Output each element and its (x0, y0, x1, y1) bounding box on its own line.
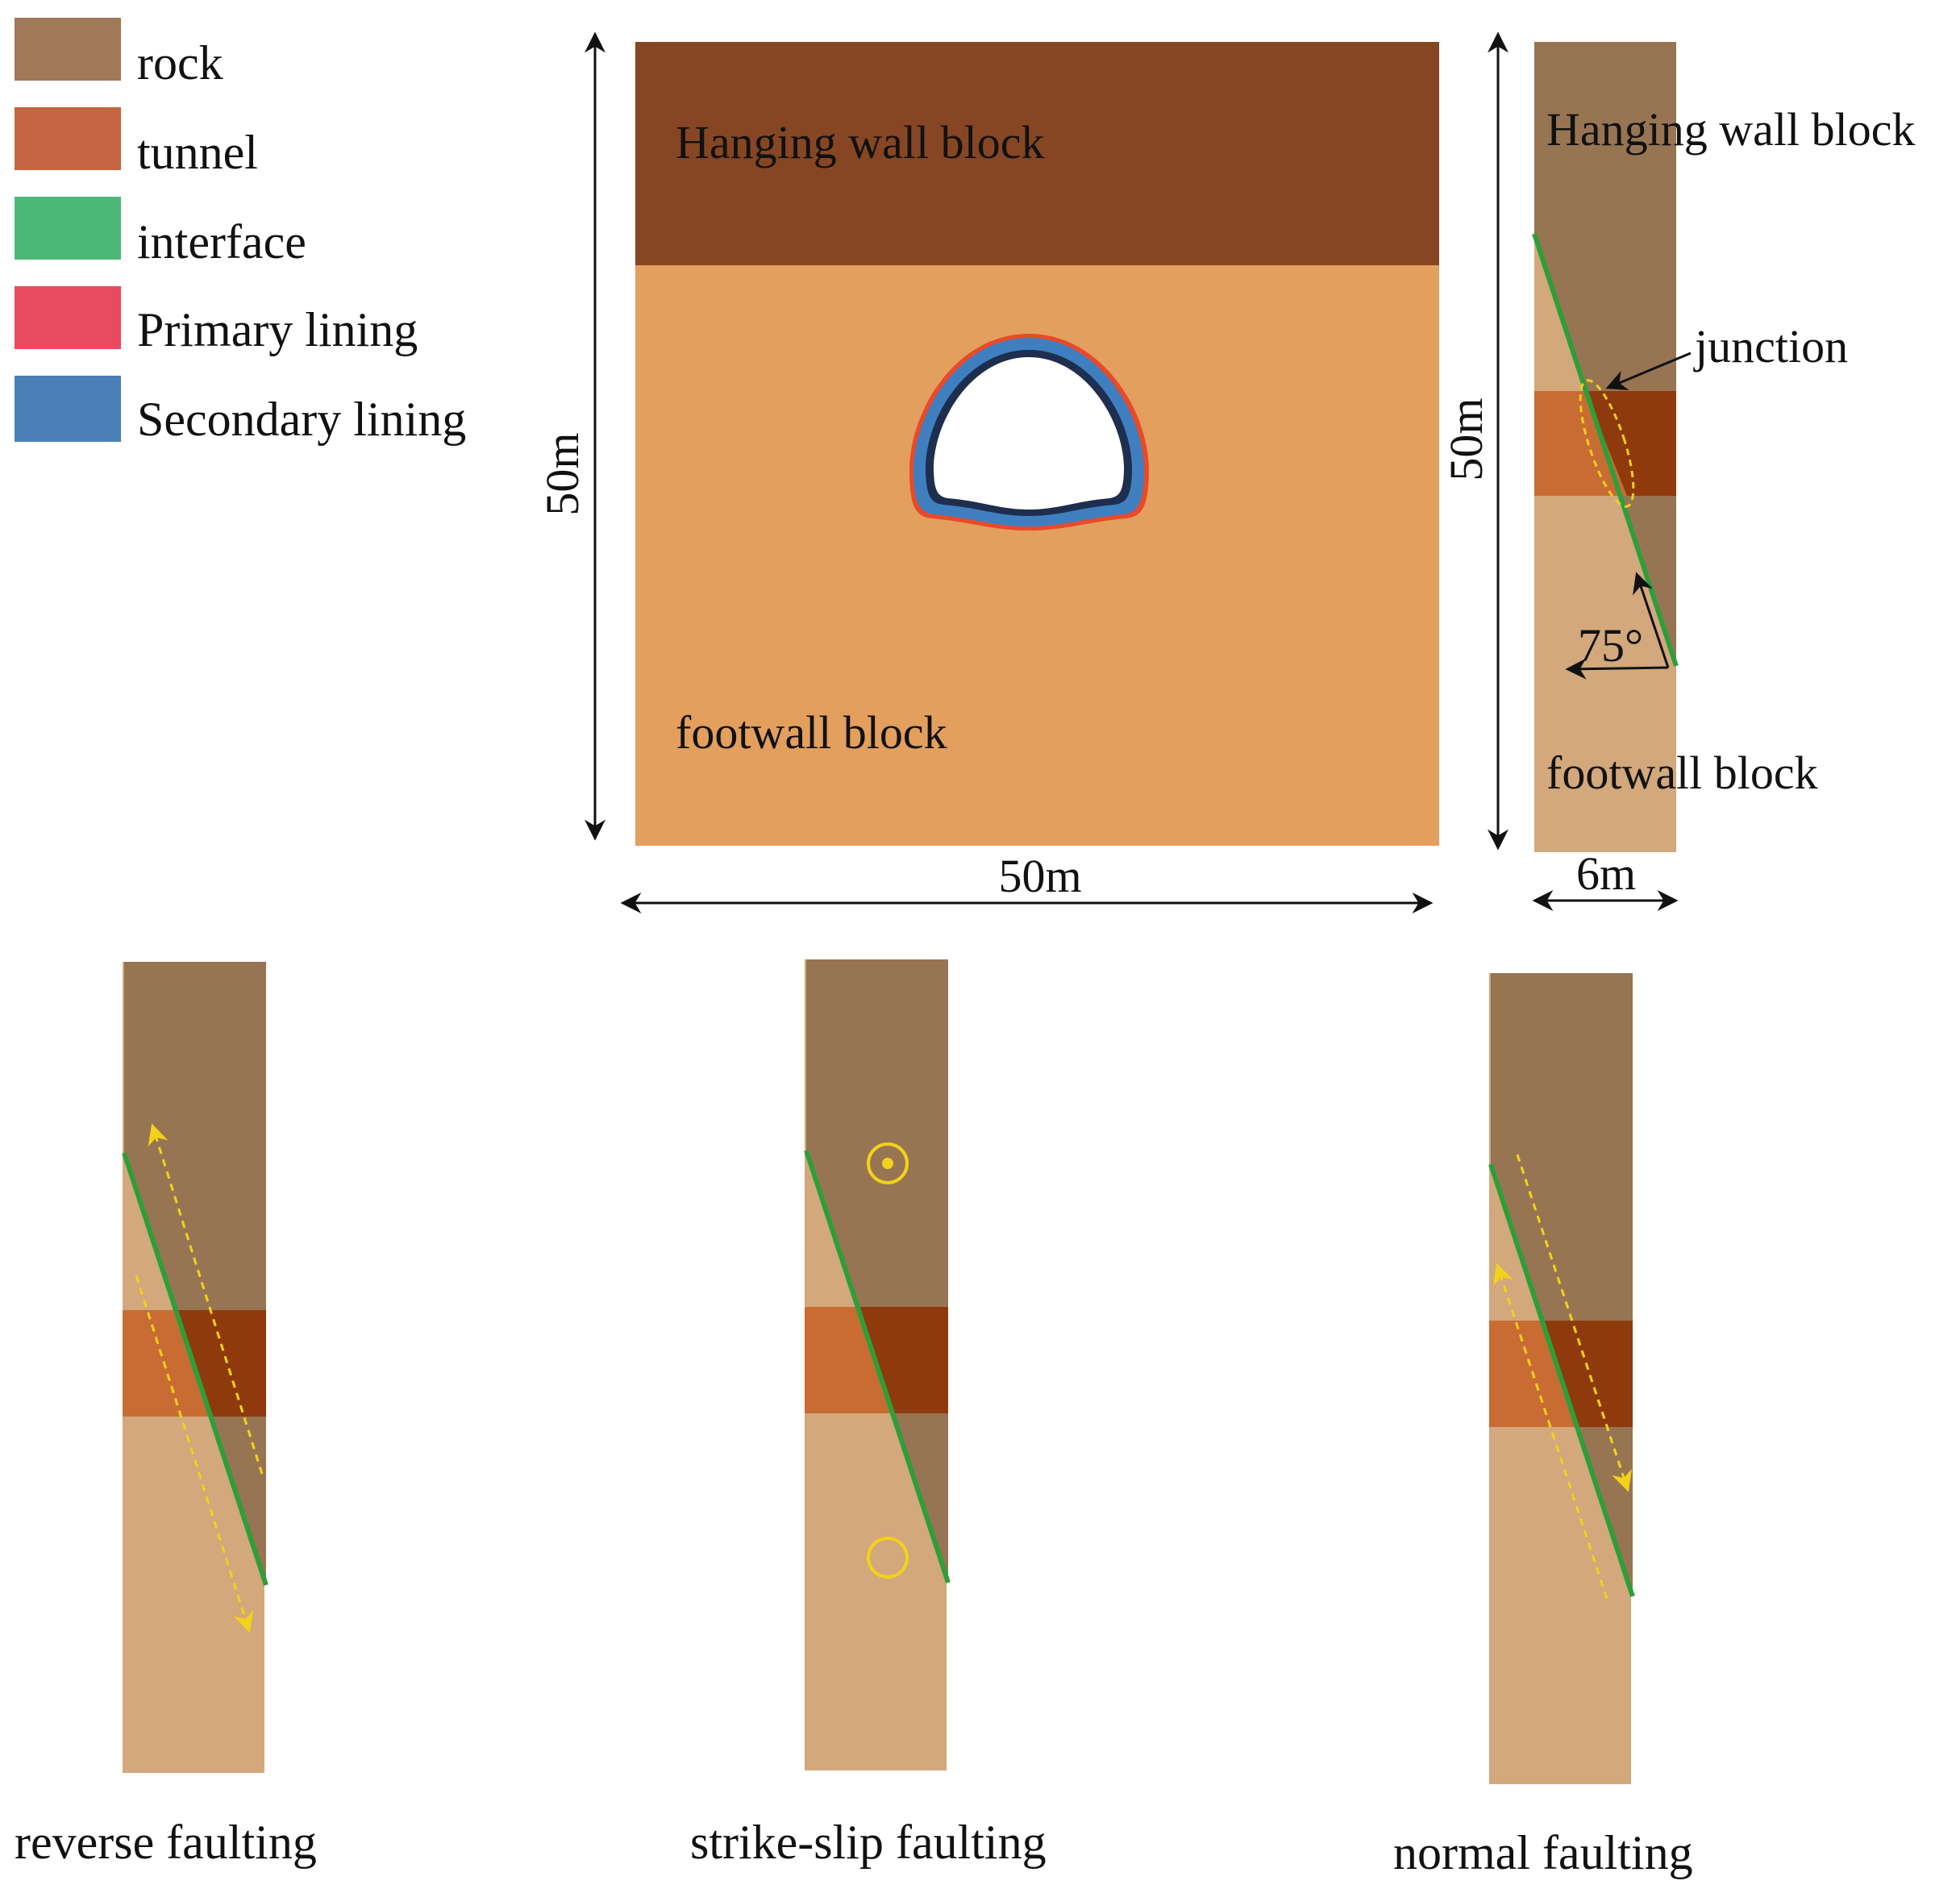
strike-slip-faulting-panel: strike-slip faulting (690, 959, 1047, 1869)
legend-label-rock: rock (137, 36, 223, 89)
strike-slip-tunnel-hanging-part (857, 1307, 948, 1413)
normal-faulting-caption: normal faulting (1393, 1826, 1693, 1879)
legend-swatch-secondary-lining (15, 376, 121, 442)
into-plane-motion-symbol (867, 1537, 909, 1579)
reverse-hanging-wall-block (124, 962, 266, 1585)
normal-faulting-panel: normal faulting (1393, 973, 1693, 1879)
hanging-wall-block (635, 42, 1439, 265)
side-section: junction 75° Hanging wall block footwall… (1440, 31, 1915, 911)
normal-slip-arrow-hanging-down (1516, 1154, 1633, 1492)
strike-slip-faulting-caption: strike-slip faulting (690, 1816, 1047, 1869)
legend-swatch-interface (15, 197, 121, 260)
legend: rock tunnel interface Primary lining Sec… (15, 18, 466, 446)
dip-angle-inclined-arrow (1633, 572, 1670, 668)
reverse-slip-arrow-hanging-up (148, 1123, 264, 1475)
side-tunnel-footwall-part (1534, 391, 1627, 496)
reverse-tunnel-footwall-part (123, 1310, 209, 1417)
legend-item-rock: rock (15, 18, 223, 89)
reverse-fault-interface (122, 1152, 268, 1586)
tunnel-section (909, 334, 1150, 531)
reverse-tunnel-hanging-part (175, 1310, 266, 1417)
junction-pointer-arrow (1605, 352, 1692, 390)
legend-label-tunnel: tunnel (137, 126, 258, 179)
legend-swatch-rock (15, 18, 121, 81)
dip-angle-indicator: 75° (1565, 572, 1670, 680)
junction-label: junction (1693, 320, 1848, 372)
side-footwall-label: footwall block (1546, 747, 1818, 799)
reverse-faulting-panel: reverse faulting (15, 962, 317, 1869)
legend-label-primary-lining: Primary lining (137, 303, 418, 356)
side-hanging-wall-block (1534, 42, 1676, 666)
dip-angle-label: 75° (1578, 619, 1643, 672)
footwall-label: footwall block (676, 706, 947, 759)
normal-tunnel-hanging-part (1542, 1321, 1633, 1427)
side-hanging-wall-label: Hanging wall block (1546, 103, 1915, 156)
cross-height-label: 50m (536, 432, 589, 515)
legend-label-secondary-lining: Secondary lining (137, 393, 466, 446)
strike-slip-tunnel-footwall-part (805, 1307, 892, 1413)
out-of-plane-circle (867, 1142, 909, 1184)
hanging-wall-label: Hanging wall block (676, 116, 1044, 169)
cross-width-label: 50m (998, 850, 1081, 902)
normal-fault-interface (1488, 1163, 1635, 1597)
legend-swatch-tunnel (15, 107, 121, 170)
normal-slip-arrow-footwall-up (1492, 1263, 1608, 1600)
legend-label-interface: interface (137, 215, 306, 268)
reverse-faulting-caption: reverse faulting (15, 1816, 317, 1869)
side-tunnel-hanging-part (1585, 391, 1676, 496)
normal-hanging-wall-block (1491, 973, 1633, 1596)
legend-item-primary-lining: Primary lining (15, 286, 418, 356)
out-of-plane-motion-symbol (867, 1142, 909, 1184)
legend-item-interface: interface (15, 197, 306, 268)
dip-angle-horizontal-arrow (1565, 658, 1669, 680)
out-of-plane-dot (882, 1158, 893, 1169)
reverse-slip-arrow-footwall-down (135, 1275, 254, 1633)
strike-slip-hanging-wall-block (806, 959, 948, 1583)
legend-item-tunnel: tunnel (15, 107, 258, 179)
junction-marker (1579, 379, 1635, 508)
side-height-label: 50m (1440, 397, 1492, 481)
legend-swatch-primary-lining (15, 286, 121, 349)
strike-slip-fault-interface (804, 1150, 951, 1583)
legend-item-secondary-lining: Secondary lining (15, 376, 466, 446)
tunnel-opening (933, 357, 1125, 510)
side-width-label: 6m (1576, 847, 1636, 900)
cross-section: Hanging wall block footwall block 50m 50… (536, 31, 1439, 913)
